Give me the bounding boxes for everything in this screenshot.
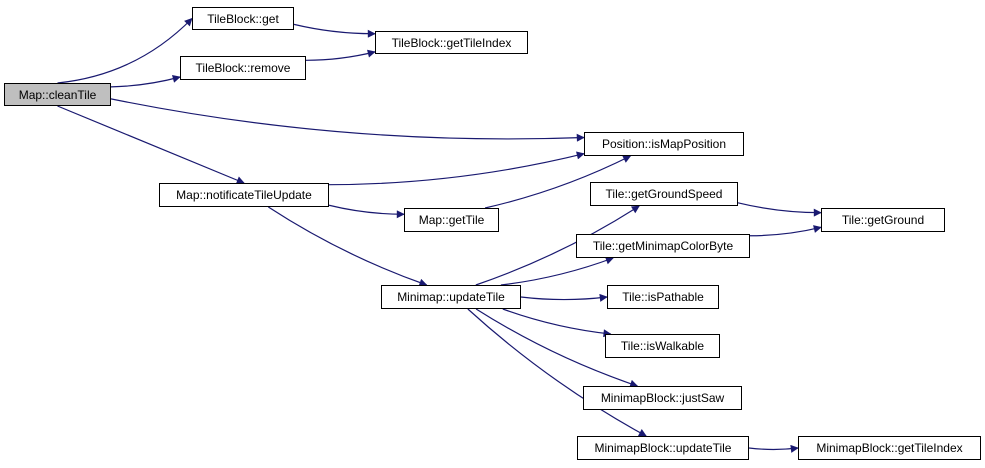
node-minimapblock-get-tile-index[interactable]: MinimapBlock::getTileIndex <box>798 436 981 460</box>
edge-tileblock-remove-to-tileblock-get-tile-index <box>305 49 376 61</box>
edge-map-clean-tile-to-tileblock-remove <box>110 74 181 88</box>
edge-minimap-update-tile-to-tile-is-pathable <box>520 293 608 302</box>
edge-minimap-update-tile-to-tile-get-minimap-color-byte <box>500 256 614 286</box>
edge-map-clean-tile-to-tileblock-get <box>57 17 193 84</box>
edge-map-notificate-tile-update-to-map-get-tile <box>328 204 405 219</box>
node-position-is-map-position[interactable]: Position::isMapPosition <box>584 132 744 156</box>
node-minimapblock-update-tile[interactable]: MinimapBlock::updateTile <box>577 436 749 460</box>
edge-minimap-update-tile-to-minimapblock-update-tile <box>467 308 647 437</box>
edge-tileblock-get-to-tileblock-get-tile-index <box>293 23 376 38</box>
edge-tile-get-ground-speed-to-tile-get-ground <box>737 202 822 217</box>
node-minimapblock-just-saw[interactable]: MinimapBlock::justSaw <box>583 386 742 410</box>
edge-map-notificate-tile-update-to-minimap-update-tile <box>268 206 428 287</box>
edge-map-clean-tile-to-position-is-map-position <box>110 98 585 142</box>
node-tileblock-remove[interactable]: TileBlock::remove <box>180 56 306 80</box>
edge-minimapblock-update-tile-to-minimapblock-get-tile-index <box>748 444 799 453</box>
node-map-notificate-tile-update[interactable]: Map::notificateTileUpdate <box>159 183 329 207</box>
edge-map-clean-tile-to-map-notificate-tile-update <box>57 105 245 184</box>
node-map-clean-tile: Map::cleanTile <box>4 83 111 106</box>
edge-tile-get-minimap-color-byte-to-tile-get-ground <box>749 225 822 237</box>
node-minimap-update-tile[interactable]: Minimap::updateTile <box>381 285 521 309</box>
node-tile-get-ground[interactable]: Tile::getGround <box>821 208 945 232</box>
node-tileblock-get[interactable]: TileBlock::get <box>192 7 294 30</box>
node-map-get-tile[interactable]: Map::getTile <box>404 208 499 232</box>
node-tile-get-ground-speed[interactable]: Tile::getGroundSpeed <box>590 182 738 206</box>
edge-minimap-update-tile-to-tile-get-ground-speed <box>475 205 640 286</box>
node-tileblock-get-tile-index[interactable]: TileBlock::getTileIndex <box>375 31 528 54</box>
edge-map-get-tile-to-position-is-map-position <box>484 155 632 209</box>
node-tile-is-pathable[interactable]: Tile::isPathable <box>607 285 719 309</box>
edge-map-notificate-tile-update-to-position-is-map-position <box>328 151 585 186</box>
edge-minimap-update-tile-to-minimapblock-just-saw <box>475 308 639 388</box>
node-tile-get-minimap-color-byte[interactable]: Tile::getMinimapColorByte <box>576 234 750 258</box>
edge-minimap-update-tile-to-tile-is-walkable <box>502 308 612 338</box>
node-tile-is-walkable[interactable]: Tile::isWalkable <box>605 334 720 358</box>
